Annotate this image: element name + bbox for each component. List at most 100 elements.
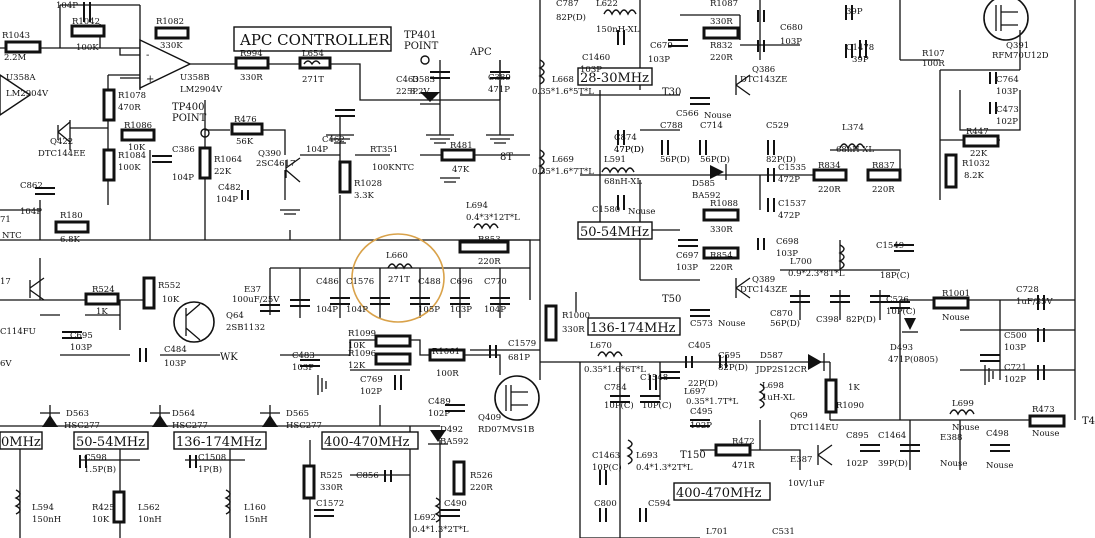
component-label-c529: C529 [766,121,789,131]
component-label-v04_13_2b: 0.4*1.3*2T*L [636,463,693,473]
component-label-l374: L374 [842,123,864,133]
component-label-v102p_e: 102P [996,117,1018,127]
component-label-v82v: 8.2V [410,87,431,97]
component-label-v471r: 471R [732,461,755,471]
component-label-v12k: 12K [348,361,366,371]
component-label-v103p_k: 103P [1004,343,1026,353]
tp400-label: TP400 [172,102,205,113]
component-label-c573: C573 [690,319,713,329]
component-label-r1032: R1032 [962,159,990,169]
component-label-c1478: C1478 [846,43,874,53]
component-label-r180: R180 [60,211,83,221]
svg-text:+: + [146,74,154,85]
component-label-v472p_a: 472P [778,175,800,185]
component-label-v82pd_d: 82P(D) [718,362,748,373]
component-label-jdp2s12cr: JDP2S12CR [755,365,807,375]
component-label-r476: R476 [234,115,257,125]
component-label-v2sb1132: 2SB1132 [226,323,265,333]
component-label-e37: E37 [244,285,261,295]
component-label-c784: C784 [604,383,627,393]
component-label-c856: C856 [356,471,379,481]
component-label-c721: C721 [1004,363,1027,373]
component-label-r552: R552 [158,281,181,291]
component-label-v035_17t: 0.35*1.7T*L [686,397,739,407]
component-label-v33k: 3.3K [354,191,375,201]
component-label-c696: C696 [450,277,473,287]
transistor-q64 [173,301,215,343]
component-label-v103p_i: 103P [676,263,698,273]
component-label-c483: C483 [292,351,315,361]
transistor-q391 [983,0,1029,41]
component-label-v225p: 225P [396,87,418,97]
component-label-r837: R837 [872,161,895,171]
t4-terminal-label: T4 [1082,416,1095,427]
component-label-l654: L654 [302,49,324,59]
component-label-v47k: 47K [452,165,470,175]
svg-text:-: - [146,50,149,61]
tp400-point-label: POINT [172,113,207,124]
component-label-v271t_a: 271T [302,75,324,85]
component-label-v71: 71 [0,215,11,225]
component-label-c484: C484 [164,345,187,355]
component-label-v150nh: 150nH [32,515,61,525]
component-label-r1001: R1001 [942,289,970,299]
component-label-l622: L622 [596,0,618,9]
component-label-v103p_g: 103P [780,37,802,47]
component-label-ba592_a: BA592 [440,437,469,447]
component-label-c566: C566 [676,109,699,119]
component-label-ntc: NTC [2,231,22,241]
component-label-v472p_b: 472P [778,211,800,221]
component-label-v103p_a: 103P [450,305,472,315]
component-label-v1uhxl: 1uH-XL [762,393,795,403]
component-label-q389: Q389 [752,275,775,285]
component-label-c870: C870 [770,309,793,319]
component-label-c114fu: C114FU [0,327,36,337]
component-label-e387: E387 [790,455,812,465]
component-label-v100uf25v: 100uF/25V [232,295,280,305]
component-label-r1000: R1000 [562,311,590,321]
component-label-l701: L701 [706,527,728,537]
component-label-v102p_c: 102P [690,421,712,431]
component-label-ba592_b: BA592 [692,191,721,201]
component-label-c787: C787 [556,0,579,9]
component-label-c486: C486 [316,277,339,287]
component-label-c1576: C1576 [346,277,374,287]
transistor-q409 [494,375,540,421]
transistor-q390 [285,157,301,183]
component-label-l670: L670 [590,341,612,351]
component-label-c697: C697 [676,251,699,261]
component-label-d565: D565 [286,409,309,419]
component-label-c800: C800 [594,499,617,509]
transistor-q389 [735,277,751,299]
component-label-r1043: R1043 [2,31,30,41]
component-label-c595: C595 [718,351,741,361]
component-label-v104p_top: 104P [56,1,78,11]
component-label-r525: R525 [320,471,343,481]
component-label-v330r_b: 330R [562,325,585,335]
component-label-c770: C770 [484,277,507,287]
tp401-label: TP401 [404,30,437,41]
component-label-v035_16_5t: 0.35*1.6*5T*L [532,87,594,97]
component-label-v82pd_b: 82P(D) [766,154,796,165]
component-label-v100k_a: 100K [76,43,99,53]
opamp-u358b [139,38,192,90]
component-label-r107: R107 [922,49,945,59]
component-label-c1579: C1579 [508,339,536,349]
component-label-u358a: U358A [6,73,36,83]
component-label-v104p_f: 104P [346,305,368,315]
component-label-v18pc: 18P(C) [880,270,910,281]
component-label-v102p_b: 102P [428,409,450,419]
transistor-q69 [817,444,833,466]
component-label-v681p: 681P [508,353,530,363]
component-label-r1064: R1064 [214,155,242,165]
wk-terminal-label: WK [220,352,238,363]
component-label-c462: C462 [322,135,345,145]
component-label-v104p_c: 104P [306,145,328,155]
grounds [280,134,994,395]
apc-controller-title: APC CONTROLLER [239,31,391,49]
component-label-l562: L562 [138,503,160,513]
component-label-v10k_d: 10K [92,515,110,525]
component-label-l594: L594 [32,503,54,513]
component-label-c389: C389 [488,73,511,83]
